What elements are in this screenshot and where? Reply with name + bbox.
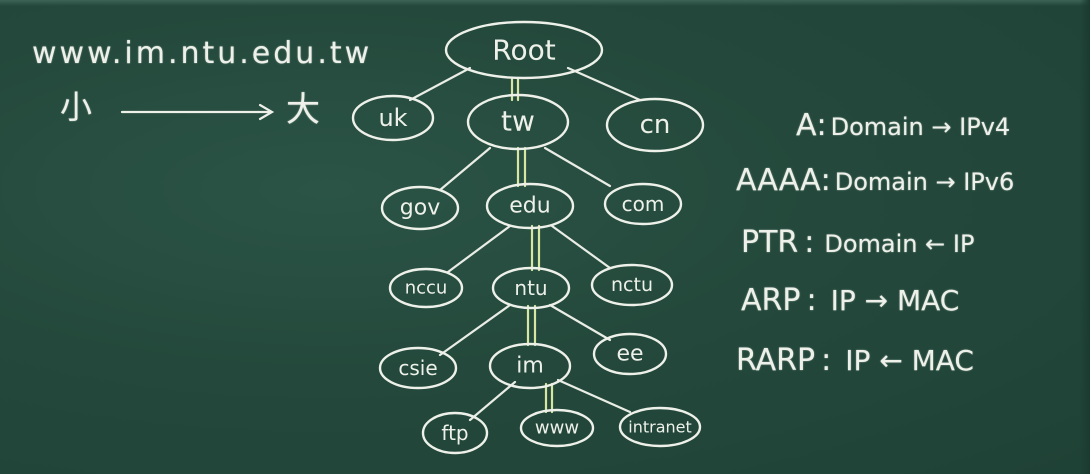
tree-node-www: www (519, 408, 595, 448)
svg-text:gov: gov (400, 196, 440, 221)
record-type: AAAA (736, 163, 821, 198)
svg-text:nccu: nccu (405, 278, 448, 299)
record-ptr: PTR: Domain ← IP (741, 225, 974, 260)
edge-ntu-ee (548, 303, 612, 342)
record-desc: IP ← MAC (845, 344, 974, 377)
record-type: RARP (736, 343, 816, 378)
tree-node-ee: ee (592, 332, 668, 376)
edge-edu-nctu (550, 224, 612, 270)
right-arrow-icon (120, 103, 275, 121)
record-sep: : (820, 163, 831, 198)
record-desc: Domain ← IP (824, 230, 975, 258)
small-label: 小 (60, 88, 94, 126)
record-rarp: RARP: IP ← MAC (736, 343, 974, 378)
edge-root-uk (408, 66, 472, 102)
tree-node-uk: uk (351, 94, 435, 142)
svg-text:edu: edu (509, 194, 550, 219)
record-arp: ARP: IP → MAC (741, 283, 959, 318)
edge-im-ftp (468, 380, 517, 422)
svg-text:Root: Root (492, 34, 555, 67)
svg-text:cn: cn (640, 110, 671, 140)
tree-node-edu: edu (485, 182, 575, 230)
svg-text:intranet: intranet (628, 418, 692, 437)
edge-tw-com (543, 146, 612, 188)
record-a: A:Domain → IPv4 (796, 108, 1010, 143)
svg-text:im: im (516, 354, 544, 379)
tree-edges (408, 66, 642, 422)
record-type: PTR (741, 225, 799, 260)
tree-node-com: com (603, 182, 683, 226)
svg-text:tw: tw (501, 105, 535, 138)
tree-node-im: im (488, 342, 572, 390)
record-desc: IP → MAC (830, 284, 960, 317)
tree-node-csie: csie (378, 346, 458, 390)
tree-node-cn: cn (605, 97, 705, 153)
tree-node-gov: gov (380, 185, 460, 231)
domain-name-text: www.im.ntu.edu.tw (32, 36, 373, 71)
record-sep: : (804, 225, 815, 260)
tree-node-root: Root (444, 20, 604, 80)
tree-node-ftp: ftp (421, 411, 489, 455)
edge-root-cn (566, 66, 642, 102)
edge-ntu-csie (438, 303, 512, 357)
svg-text:www: www (535, 418, 579, 439)
tree-node-tw: tw (466, 93, 570, 151)
tree-node-nccu: nccu (388, 267, 464, 309)
record-aaaa: AAAA:Domain → IPv6 (736, 163, 1014, 198)
svg-text:ntu: ntu (514, 276, 547, 300)
big-label: 大 (286, 90, 321, 130)
record-type: A (796, 108, 817, 143)
record-sep: : (821, 343, 832, 378)
tree-node-ntu: ntu (491, 266, 571, 310)
record-type: ARP (741, 283, 801, 318)
record-sep: : (806, 283, 817, 318)
svg-text:ftp: ftp (441, 421, 468, 445)
svg-text:nctu: nctu (611, 274, 653, 296)
tree-node-nctu: nctu (590, 263, 674, 307)
svg-text:csie: csie (398, 356, 437, 380)
svg-text:com: com (622, 192, 665, 216)
record-desc: Domain → IPv4 (830, 113, 1011, 141)
record-desc: Domain → IPv6 (834, 168, 1015, 196)
svg-text:ee: ee (616, 342, 643, 367)
tree-node-intranet: intranet (618, 406, 702, 448)
svg-text:uk: uk (378, 104, 407, 132)
record-sep: : (816, 108, 827, 143)
edge-edu-nccu (446, 224, 512, 274)
edge-tw-gov (438, 146, 492, 192)
edge-im-intranet (556, 378, 632, 414)
